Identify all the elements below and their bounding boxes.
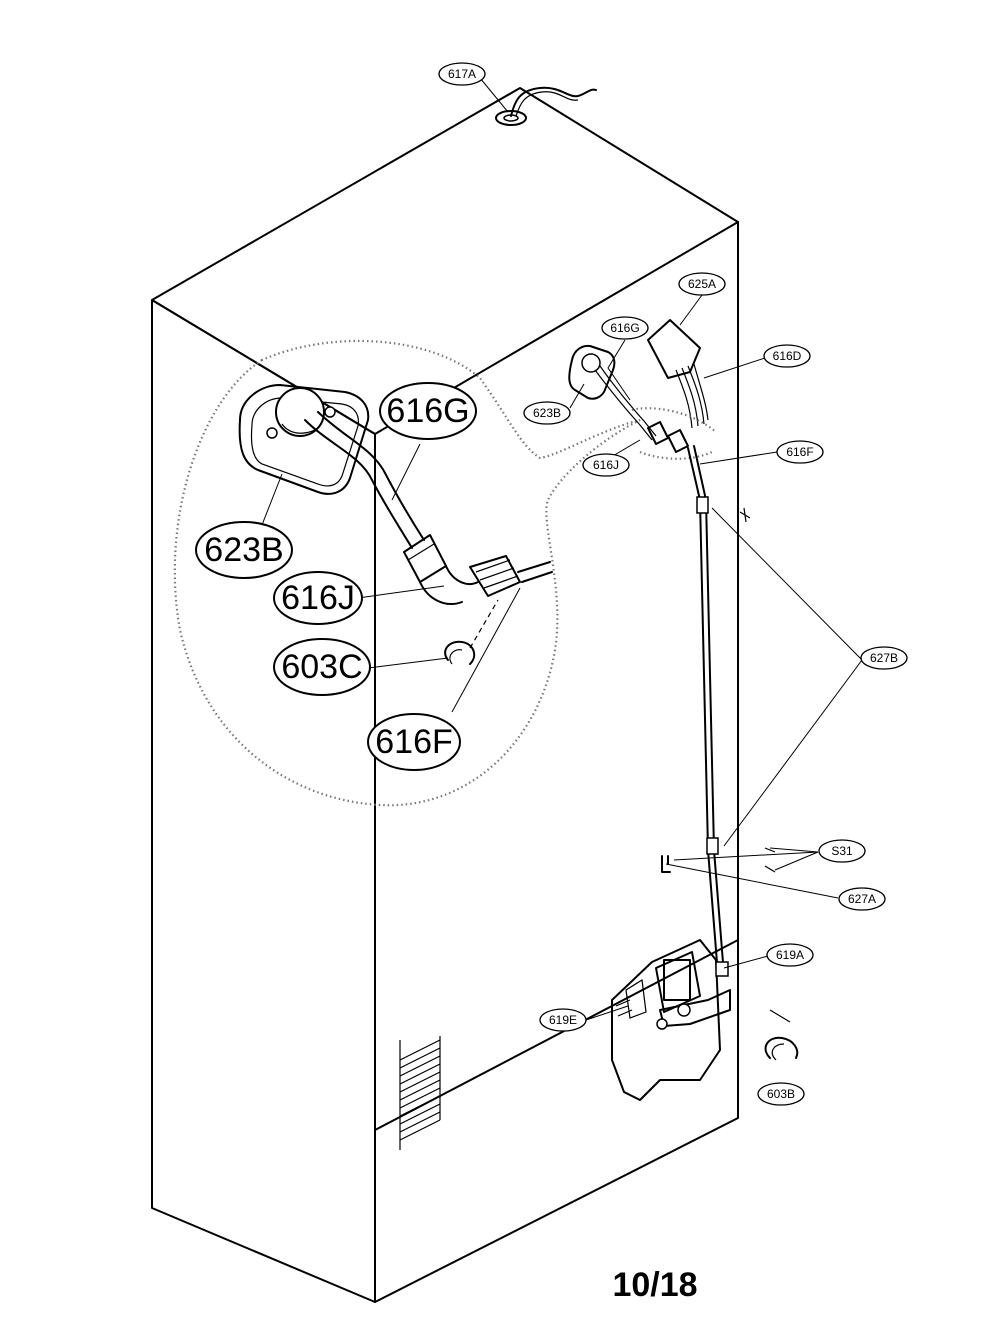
callout-label-619E: 619E [549, 1013, 577, 1027]
detail-callout-616J: 616J [273, 571, 363, 625]
page-number: 10/18 [612, 1266, 697, 1304]
refrigerator-cabinet [151, 87, 739, 1303]
water-inlet-bracket [611, 939, 799, 1101]
callout-616D: 616D [763, 344, 811, 368]
callout-617A: 617A [438, 62, 486, 86]
detail-callout-616G: 616G [379, 382, 477, 440]
callout-627A: 627A [838, 887, 886, 911]
callout-619A: 619A [766, 943, 814, 967]
callout-603B: 603B [757, 1082, 805, 1106]
callout-616J: 616J [582, 453, 630, 477]
callout-625A: 625A [678, 272, 726, 296]
callout-619E: 619E [539, 1008, 587, 1032]
detail-label-623B: 623B [204, 531, 283, 569]
detail-magnifier-bubble [173, 339, 641, 807]
callout-616F: 616F [776, 440, 824, 464]
callout-label-627A: 627A [848, 892, 876, 906]
detail-label-616G: 616G [386, 392, 469, 430]
detail-callout-616F: 616F [367, 713, 461, 771]
leader-lines [259, 77, 863, 1021]
callout-label-616J: 616J [593, 458, 619, 472]
callout-627B: 627B [860, 646, 908, 670]
callout-label-627B: 627B [870, 651, 898, 665]
callout-label-616G: 616G [610, 321, 639, 335]
callout-label-616D: 616D [773, 349, 802, 363]
callout-616G: 616G [601, 316, 649, 340]
detail-valve-assembly [238, 384, 553, 665]
callout-S31: S31 [818, 839, 866, 863]
callout-label-603B: 603B [767, 1087, 795, 1101]
callout-label-616F: 616F [786, 445, 813, 459]
valve-assembly-mounted [568, 319, 717, 460]
detail-callout-623B: 623B [195, 521, 293, 579]
callout-label-625A: 625A [688, 277, 716, 291]
callout-label-617A: 617A [448, 67, 476, 81]
water-tube-616F [661, 445, 776, 976]
callout-label-S31: S31 [831, 844, 853, 858]
callout-label-623B: 623B [533, 406, 561, 420]
vent-grille [399, 1036, 441, 1150]
detail-label-603C: 603C [281, 648, 362, 686]
callout-623B: 623B [523, 401, 571, 425]
top-grommet-and-cord [495, 86, 597, 126]
callout-label-619A: 619A [776, 948, 804, 962]
detail-label-616F: 616F [375, 723, 453, 761]
detail-label-616J: 616J [281, 579, 355, 617]
detail-callout-603C: 603C [273, 638, 371, 696]
